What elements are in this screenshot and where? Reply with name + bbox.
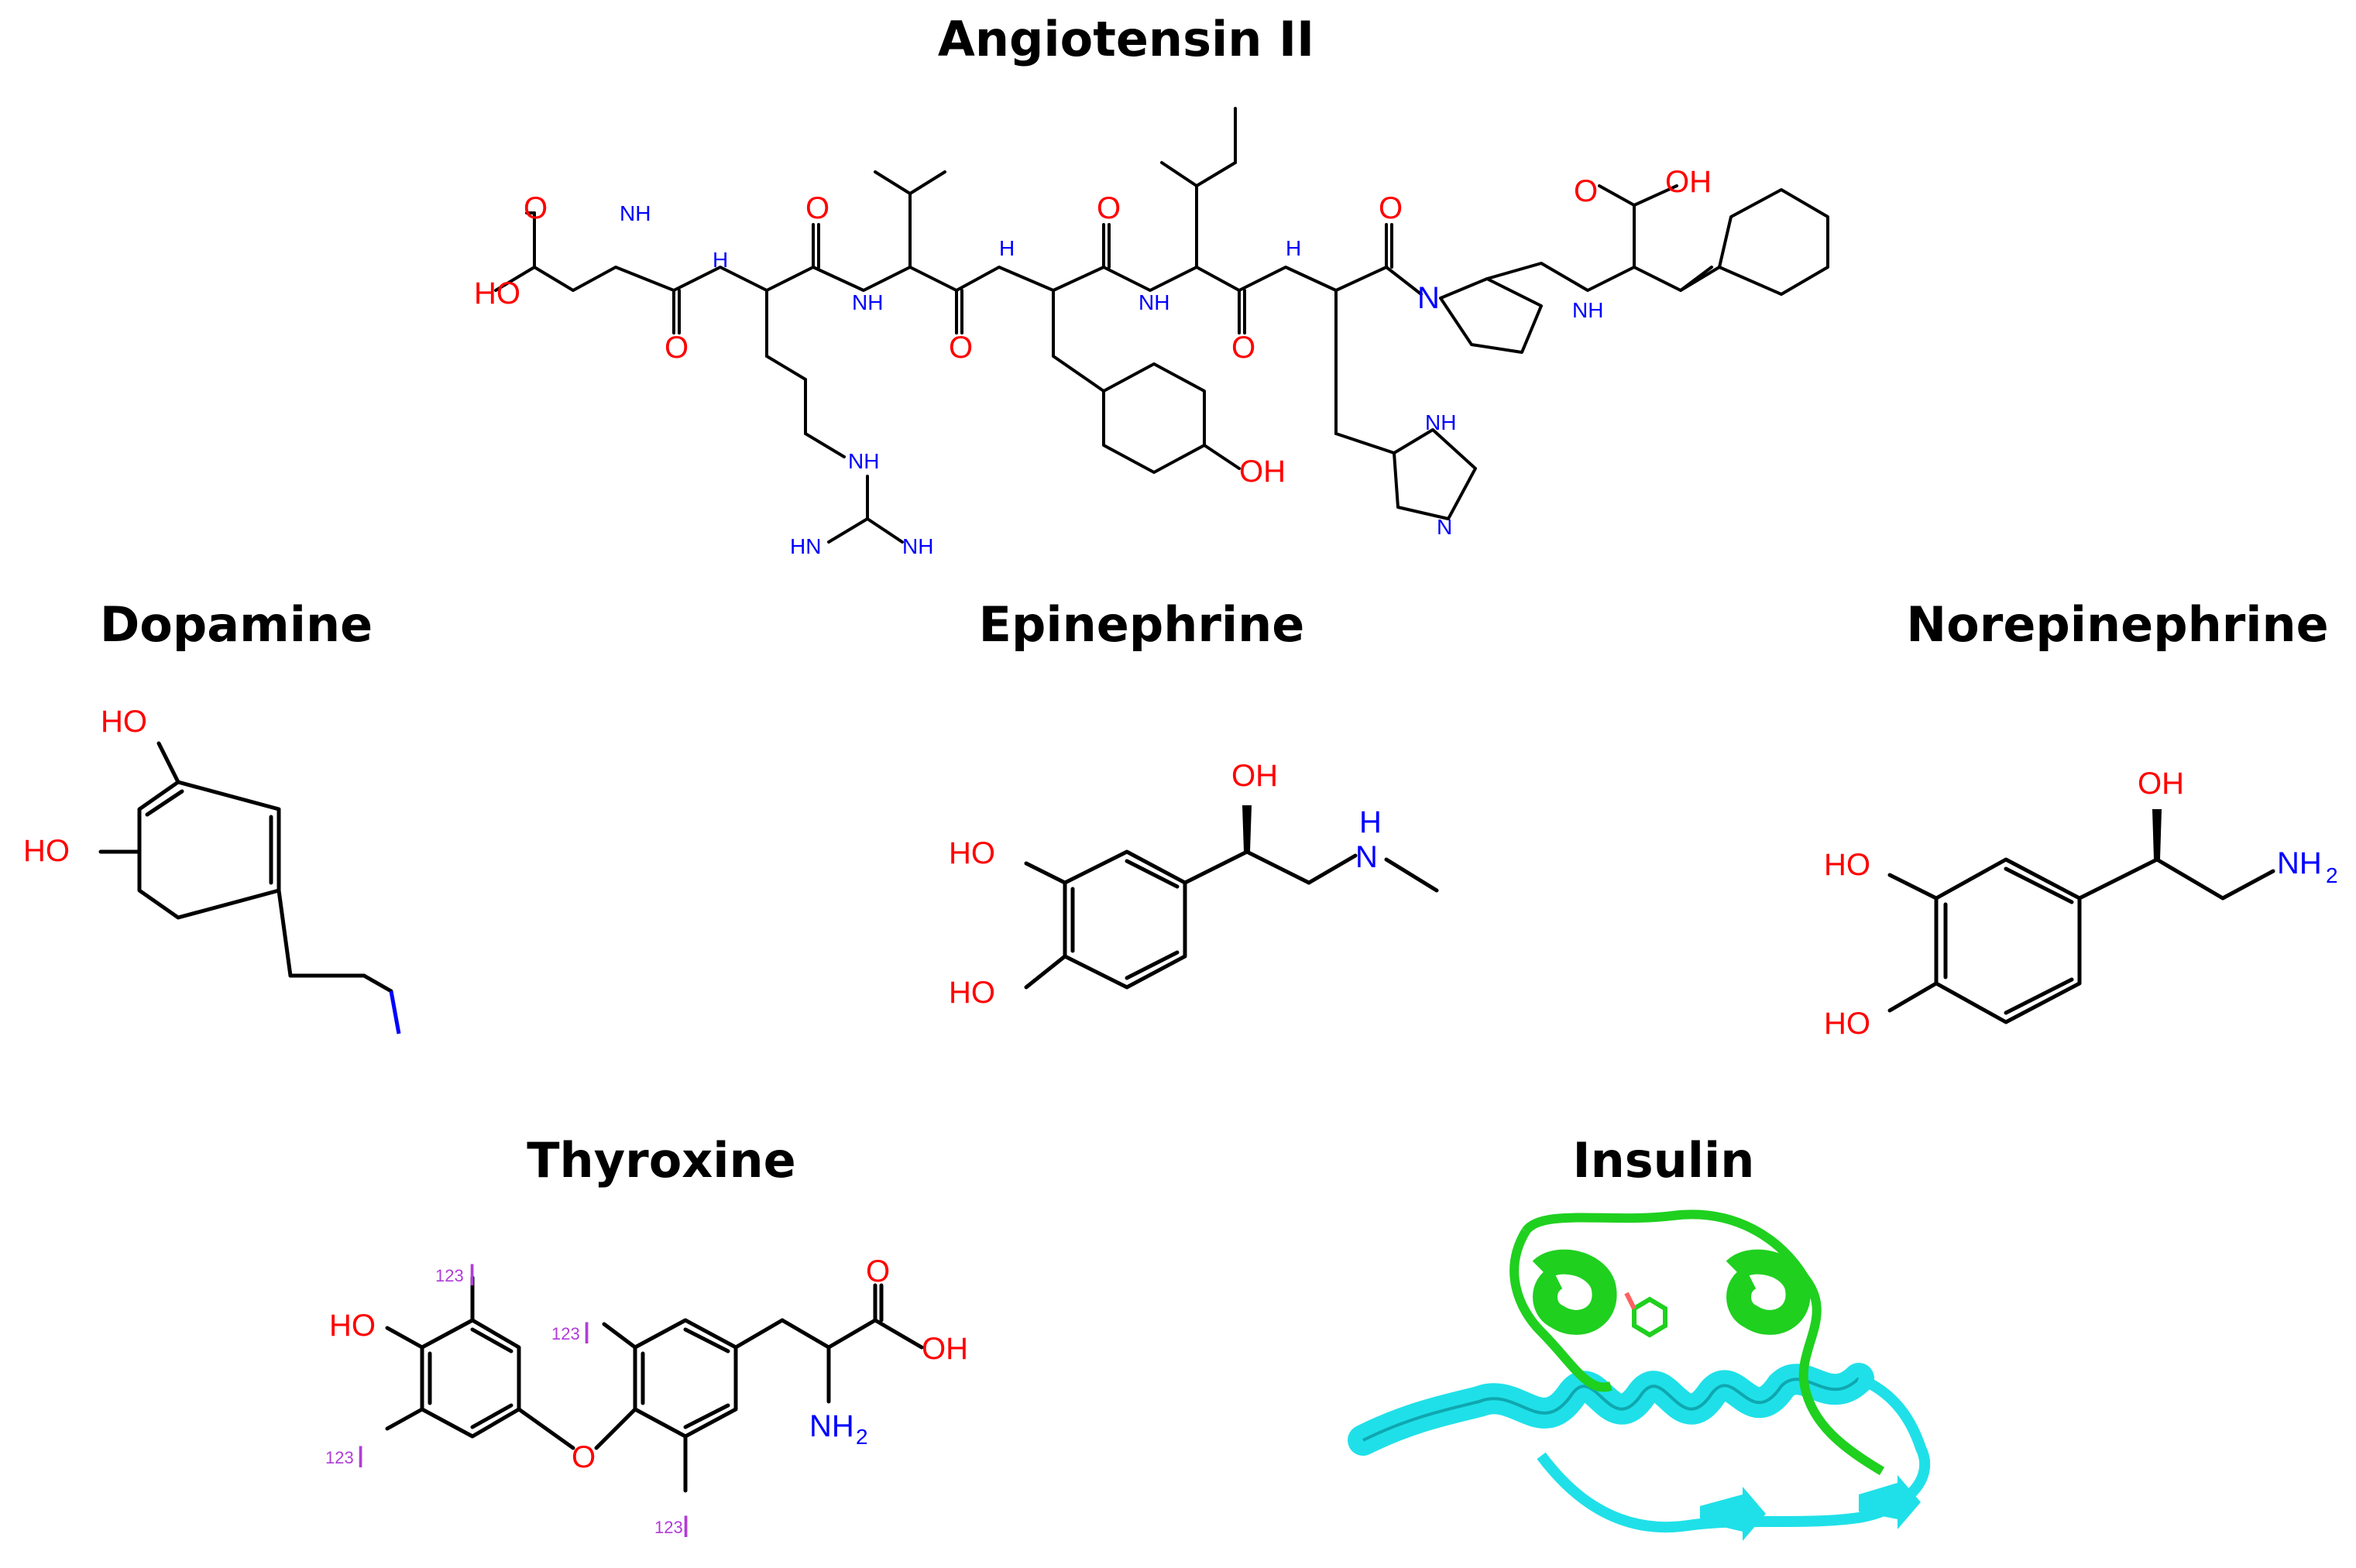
atom-nh: NH (852, 290, 883, 314)
norepinephrine-structure: OH NH 2 HO HO (1824, 767, 2338, 1041)
thyroxine-i: I (468, 1258, 476, 1292)
dopamine-oh-2: HO (23, 834, 70, 868)
thyroxine-iso: 123 (654, 1518, 683, 1537)
angiotensin-structure: HO O NH H O O NH O H O NH O H O N O OH N… (474, 107, 1829, 558)
epinephrine-ho-1: HO (949, 836, 995, 870)
atom-o: O (524, 191, 548, 225)
epinephrine-n: N (1355, 840, 1378, 874)
atom-nh: NH (848, 449, 879, 473)
thyroxine-nh2: NH (809, 1409, 854, 1443)
atom-hn: HN (790, 534, 821, 558)
atom-o: O (805, 191, 829, 225)
title-angiotensin: Angiotensin II (938, 11, 1314, 67)
atom-nh: H (999, 236, 1015, 260)
insulin-ribbon (1348, 1209, 1931, 1541)
thyroxine-ho: HO (329, 1309, 376, 1343)
atom-o: O (1097, 191, 1121, 225)
atom-oh: HO (474, 276, 520, 311)
thyroxine-iso: 123 (551, 1324, 580, 1343)
norepinephrine-nh2: NH (2277, 846, 2322, 880)
atom-nh: NH (1139, 290, 1169, 314)
thyroxine-o: O (572, 1440, 596, 1474)
dopamine-oh-1: HO (101, 705, 147, 739)
atom-nh2: NH (902, 534, 933, 558)
thyroxine-iso: 123 (325, 1448, 354, 1467)
thyroxine-structure: HO O O OH NH 2 123 I 123 I 123 I 123 I (325, 1254, 968, 1544)
atom-nh: NH (1425, 410, 1456, 434)
atom-oh: OH (1665, 165, 1712, 199)
atom-o: O (1379, 191, 1403, 225)
thyroxine-i: I (582, 1316, 591, 1350)
norepinephrine-sub2: 2 (2326, 863, 2338, 887)
atom-nh: NH (1572, 298, 1603, 322)
dopamine-structure: HO HO (23, 705, 401, 1034)
thyroxine-i: I (682, 1510, 690, 1544)
norepinephrine-ho-2: HO (1824, 1007, 1870, 1041)
epinephrine-structure: OH H N HO HO (949, 759, 1439, 1010)
atom-o: O (665, 331, 689, 365)
epinephrine-oh: OH (1231, 759, 1278, 793)
thyroxine-sub2: 2 (856, 1425, 868, 1449)
title-thyroxine: Thyroxine (527, 1132, 795, 1189)
title-dopamine: Dopamine (100, 596, 373, 653)
atom-nh: H (1286, 236, 1301, 260)
atom-n: N (1417, 281, 1440, 315)
title-norepinephrine: Norepinephrine (1906, 596, 2328, 653)
thyroxine-i: I (356, 1440, 365, 1474)
atom-o: O (1574, 174, 1598, 208)
title-insulin: Insulin (1573, 1132, 1755, 1189)
thyroxine-iso: 123 (435, 1266, 464, 1285)
epinephrine-ho-2: HO (949, 976, 995, 1010)
atom-n: N (1437, 515, 1452, 539)
epinephrine-h: H (1359, 805, 1382, 839)
atom-nh2: NH (620, 201, 651, 225)
thyroxine-o: O (866, 1254, 890, 1288)
atom-nh: H (713, 248, 728, 272)
title-epinephrine: Epinephrine (979, 596, 1305, 653)
norepinephrine-ho-1: HO (1824, 848, 1870, 882)
atom-o: O (949, 331, 973, 365)
norepinephrine-oh: OH (2138, 767, 2184, 801)
atom-o: O (1231, 331, 1255, 365)
atom-oh: OH (1239, 455, 1286, 489)
thyroxine-oh: OH (922, 1332, 968, 1366)
